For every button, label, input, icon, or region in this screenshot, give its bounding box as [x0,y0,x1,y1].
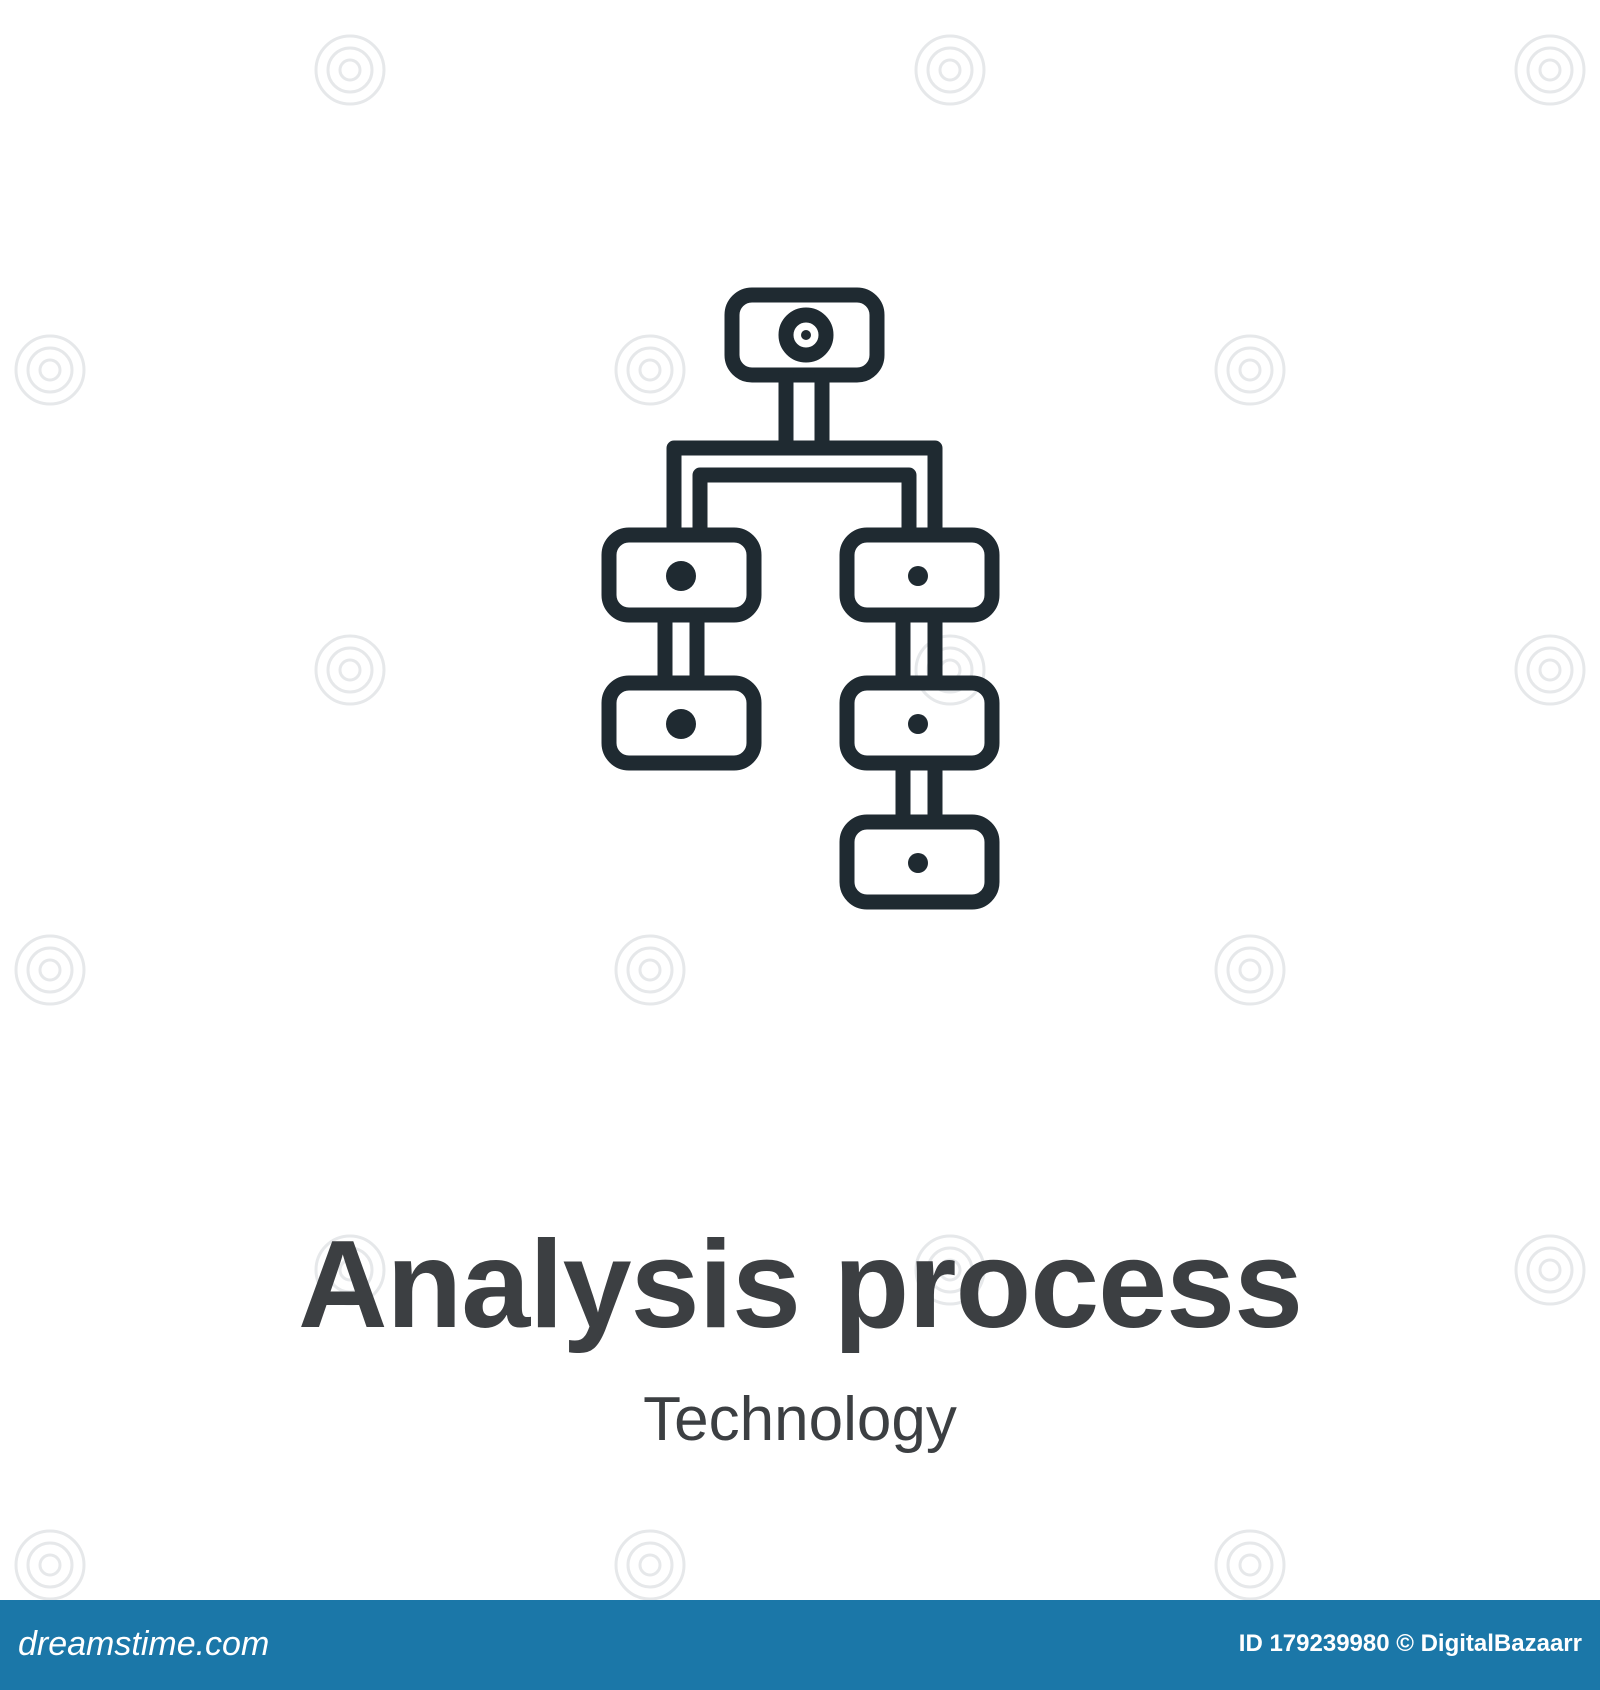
right-node-3-dot [908,853,928,873]
right-node-1-dot [908,566,928,586]
left-node-2-box [601,675,762,771]
top-node-ring [778,307,834,363]
left-node-2-dot [666,709,696,739]
site-logo[interactable]: dreamstime.com [18,1625,270,1663]
right-node-3-box [839,814,1000,910]
icon-title: Analysis process [297,1216,1303,1354]
image-id-credit: ID 179239980 © DigitalBazaarr [1238,1630,1582,1657]
right-node-2-dot [908,714,928,734]
right-node-2-box [839,675,1000,771]
icon-category: Technology [643,1385,957,1454]
left-node-1-dot [666,561,696,591]
top-node-dot [801,330,811,340]
left-node-1-box [601,527,762,623]
footer-bar: dreamstime.com ID 179239980 © DigitalBaz… [0,1600,1600,1690]
right-node-1-box [839,527,1000,623]
top-node-box [724,287,885,383]
hierarchy-flowchart-icon [601,287,1000,910]
